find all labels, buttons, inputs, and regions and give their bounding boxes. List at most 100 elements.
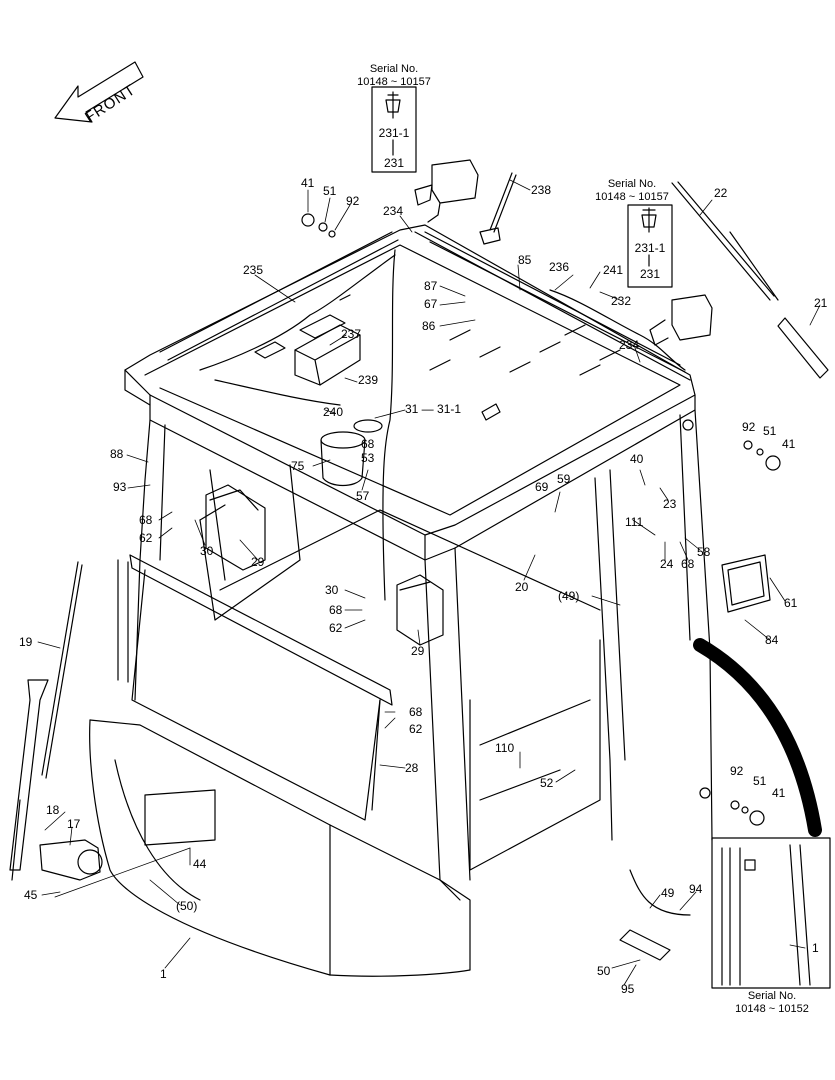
callout-label: 62 <box>409 722 423 736</box>
callout-label: 50 <box>597 964 611 978</box>
callout-label: 59 <box>557 472 571 486</box>
callout-label: 61 <box>784 596 798 610</box>
callout-label: 44 <box>193 857 207 871</box>
callout-label: 235 <box>243 263 264 277</box>
front-wiper <box>9 561 83 881</box>
callout-label: 1 <box>160 967 167 981</box>
callout-label: 234 <box>619 338 640 352</box>
relay-module <box>254 314 361 386</box>
callout-label: 68 <box>361 437 375 451</box>
callout-label: 68 <box>681 557 695 571</box>
roof-wiring-harness <box>199 249 686 601</box>
callout-label: (49) <box>558 589 580 603</box>
callout-label: 88 <box>110 447 124 461</box>
callout-label: 53 <box>361 451 375 465</box>
bulb-icon <box>385 91 657 267</box>
callout-label: 95 <box>621 982 635 996</box>
beacon-lamp <box>481 403 501 421</box>
callout-label: 93 <box>113 480 127 494</box>
callout-label: 30 <box>200 544 214 558</box>
callout-label: 51 <box>763 424 777 438</box>
callout-label: 69 <box>535 480 549 494</box>
lamp-variant-box-right <box>627 204 673 288</box>
cab-roof <box>124 224 696 561</box>
callout-label: 20 <box>515 580 529 594</box>
front-arrow-icon <box>54 61 144 123</box>
callout-label: 237 <box>341 327 362 341</box>
callout-label: 85 <box>518 253 532 267</box>
box-label: 231 <box>383 156 405 170</box>
callout-label: 41 <box>772 786 786 800</box>
serial-range: 10148 ~ 10152 <box>735 1003 809 1015</box>
callout-label: 67 <box>424 297 438 311</box>
callout-label: 41 <box>782 437 796 451</box>
callout-label: 111 <box>625 515 644 529</box>
callout-label: 241 <box>603 263 624 277</box>
callout-label: 22 <box>714 186 728 200</box>
cab-variant-inset <box>711 837 831 989</box>
callout-label: 40 <box>630 452 644 466</box>
callout-label: 51 <box>753 774 767 788</box>
callout-label: 234 <box>383 204 404 218</box>
box-label: 231 <box>639 267 661 281</box>
callout-label: 240 <box>323 405 344 419</box>
antenna <box>479 172 517 245</box>
sun-visor-roller <box>117 554 393 821</box>
callout-label: 18 <box>46 803 60 817</box>
callout-label: 68 <box>409 705 423 719</box>
serial-title: Serial No. <box>747 990 797 1002</box>
work-light-left <box>414 159 479 223</box>
callout-label: 23 <box>663 497 677 511</box>
work-light-right <box>649 294 713 346</box>
rear-window-edge <box>693 638 822 837</box>
callout-label: 92 <box>730 764 744 778</box>
callout-label: 236 <box>549 260 570 274</box>
callout-label: 57 <box>356 489 370 503</box>
callout-label: 21 <box>814 296 828 310</box>
callout-label: 86 <box>422 319 436 333</box>
callout-label: 110 <box>495 741 515 755</box>
callout-label: 19 <box>19 635 33 649</box>
rear-wiper <box>671 181 779 301</box>
inset-callout: 1 <box>812 941 819 955</box>
callout-label: 92 <box>742 420 756 434</box>
front-lower-panel <box>89 719 471 977</box>
callout-label: 31 — 31-1 <box>405 402 462 416</box>
lamp-variant-box-left <box>371 86 417 173</box>
cup-holder <box>320 419 383 487</box>
callout-leaders <box>37 179 821 986</box>
grommet-set <box>301 213 781 826</box>
mirror-right <box>396 574 444 646</box>
callout-label: 17 <box>67 817 81 831</box>
callout-label: 62 <box>329 621 343 635</box>
serial-range: 10148 ~ 10157 <box>357 76 431 88</box>
callout-label: 94 <box>689 882 703 896</box>
serial-note-top-left: Serial No. 10148 ~ 10157 <box>352 63 436 89</box>
callout-label: 232 <box>611 294 632 308</box>
callout-label: 68 <box>139 513 153 527</box>
box-label: 231-1 <box>634 241 666 255</box>
inset-detail <box>721 844 811 986</box>
callout-label: 28 <box>405 761 419 775</box>
callout-label: 68 <box>329 603 343 617</box>
callout-label: 58 <box>697 545 711 559</box>
callout-label: 238 <box>531 183 552 197</box>
wiper-arm <box>777 317 829 379</box>
callout-label: 87 <box>424 279 438 293</box>
callout-label: 52 <box>540 776 554 790</box>
callout-label: 51 <box>323 184 337 198</box>
callout-label: 29 <box>251 555 265 569</box>
callout-label: 41 <box>301 176 315 190</box>
callout-label: 24 <box>660 557 674 571</box>
callout-label: 30 <box>325 583 339 597</box>
serial-range: 10148 ~ 10157 <box>595 191 669 203</box>
wiper-motor <box>39 839 103 881</box>
serial-title: Serial No. <box>607 178 657 190</box>
callout-label: (50) <box>176 899 198 913</box>
callout-label: 49 <box>661 886 675 900</box>
callout-label: 239 <box>358 373 379 387</box>
serial-note-bottom-right: Serial No. 10148 ~ 10152 <box>730 990 814 1016</box>
window-seal <box>721 554 771 613</box>
callout-label: 75 <box>291 459 305 473</box>
callout-label: 92 <box>346 194 360 208</box>
